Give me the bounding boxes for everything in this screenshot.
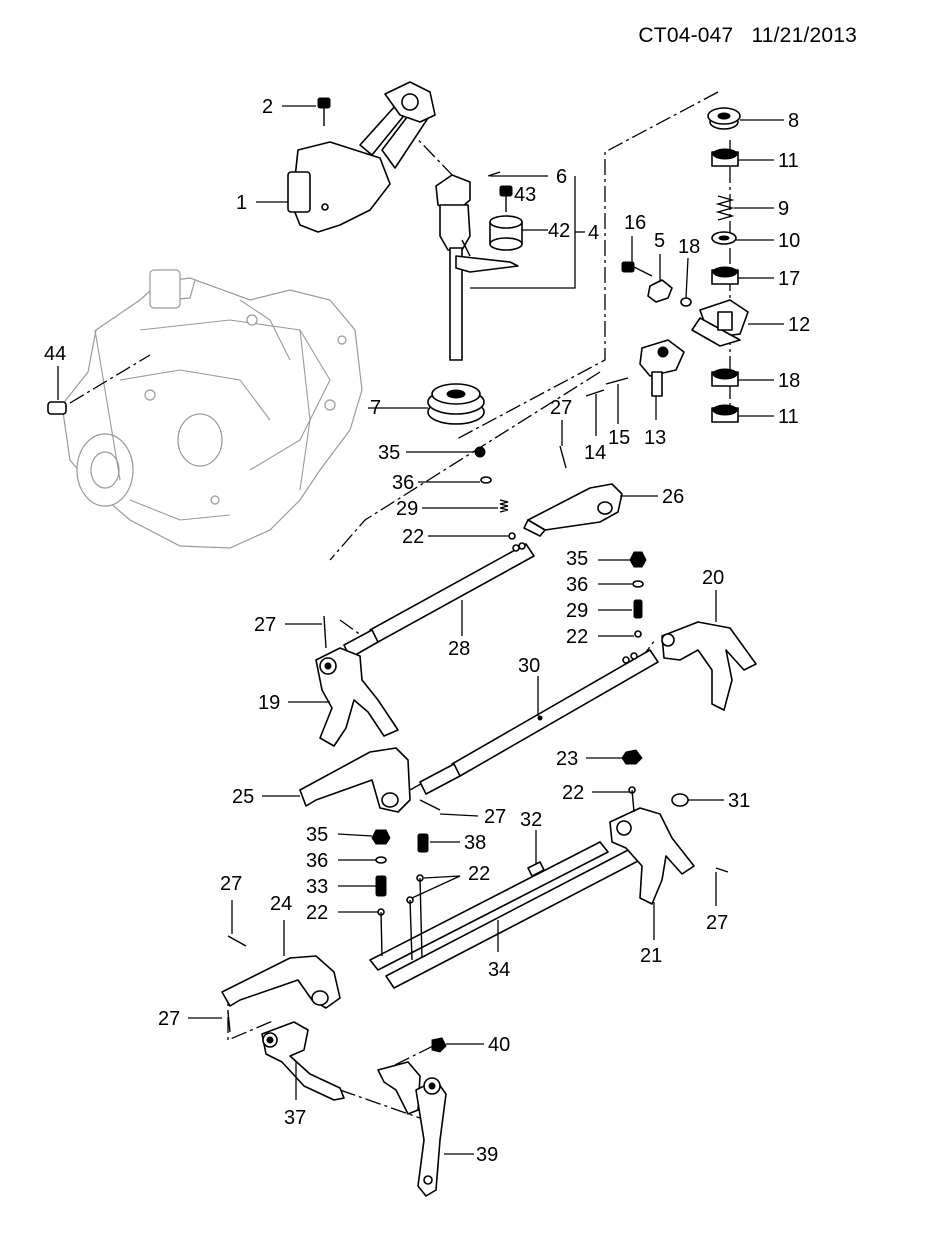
callout-5: 5 [654, 230, 665, 252]
callout-2: 2 [262, 96, 273, 118]
callout-27-d: 27 [220, 873, 242, 895]
callout-27-e: 27 [706, 912, 728, 934]
callout-22-c: 22 [562, 782, 584, 804]
callout-28: 28 [448, 638, 470, 660]
part-42-43-damper [487, 171, 523, 251]
part-4-shift-shaft [435, 174, 519, 361]
callout-6: 6 [556, 166, 567, 188]
callout-36-c: 36 [306, 850, 328, 872]
part-26-fork [523, 445, 623, 537]
callout-9: 9 [778, 198, 789, 220]
callout-38: 38 [464, 832, 486, 854]
callout-30: 30 [518, 655, 540, 677]
callout-35-b: 35 [566, 548, 588, 570]
callout-labels: 2 1 6 43 42 4 16 5 18 8 11 9 10 17 12 18… [44, 96, 810, 1166]
callout-11-top: 11 [778, 150, 799, 172]
callout-1: 1 [236, 192, 247, 214]
callout-20: 20 [702, 567, 724, 589]
part-13-lever [639, 339, 685, 397]
transmission-housing-ghost [61, 269, 363, 549]
callout-36-a: 36 [392, 472, 414, 494]
callout-16: 16 [624, 212, 646, 234]
part-12-selector [691, 299, 749, 347]
callout-31: 31 [728, 790, 750, 812]
parts-5-16-17 [621, 261, 692, 307]
callout-19: 19 [258, 692, 280, 714]
part-20-fork [661, 621, 757, 711]
part-24-fork [221, 935, 341, 1033]
callout-15: 15 [608, 427, 630, 449]
parts-14-15-pins [585, 377, 629, 397]
callout-21: 21 [640, 945, 662, 967]
callout-42: 42 [548, 220, 570, 242]
part-28-rod [343, 542, 535, 659]
callout-18-top: 17 [778, 268, 800, 290]
part-19-fork [315, 615, 399, 747]
callout-17: 18 [678, 236, 700, 258]
part-37-lever [261, 1021, 345, 1101]
assembly-lines [69, 91, 731, 1119]
callout-39: 39 [476, 1144, 498, 1166]
callout-43: 43 [514, 184, 536, 206]
callout-13: 13 [644, 427, 666, 449]
callout-22-e: 22 [468, 863, 490, 885]
callout-8: 8 [788, 110, 799, 132]
callout-11-bottom: 11 [778, 406, 799, 428]
callout-23: 23 [556, 748, 578, 770]
callout-37: 37 [284, 1107, 306, 1129]
callout-35-c: 35 [306, 824, 328, 846]
callout-44: 44 [44, 343, 66, 365]
callout-26: 26 [662, 486, 684, 508]
callout-27-c: 27 [484, 806, 506, 828]
callout-36-b: 36 [566, 574, 588, 596]
callout-22-d: 22 [306, 902, 328, 924]
callout-24: 24 [270, 893, 292, 915]
callout-4: 4 [588, 222, 599, 244]
callout-27-b: 27 [254, 614, 276, 636]
part-44-dowel [47, 401, 67, 415]
callout-22-b: 22 [566, 626, 588, 648]
right-stack-parts [707, 107, 741, 423]
callout-27-f: 27 [158, 1008, 180, 1030]
part-7-boot [427, 383, 485, 425]
callout-18-bottom: 18 [778, 370, 800, 392]
doc-id: CT04-047 [638, 24, 734, 47]
leader-lines [57, 105, 784, 1155]
callout-32: 32 [520, 809, 542, 831]
part-25-fork [299, 747, 441, 813]
callout-27-a: 27 [550, 397, 572, 419]
callout-25: 25 [232, 786, 254, 808]
callout-10: 10 [778, 230, 800, 252]
callout-35-a: 35 [378, 442, 400, 464]
callout-14: 14 [584, 442, 606, 464]
callout-34: 34 [488, 959, 510, 981]
callout-7: 7 [370, 397, 381, 419]
doc-date: 11/21/2013 [751, 24, 857, 47]
part-39-lever [377, 1061, 447, 1197]
part-21-fork [609, 789, 729, 905]
part-30-rod [419, 649, 659, 795]
callout-33: 33 [306, 876, 328, 898]
part-2-bolt [317, 97, 331, 126]
callout-40: 40 [488, 1034, 510, 1056]
callout-22-a: 22 [402, 526, 424, 548]
callout-29-a: 29 [396, 498, 418, 520]
part-1-bracket [287, 81, 436, 233]
callout-12: 12 [788, 314, 810, 336]
callout-29-b: 29 [566, 600, 588, 622]
diagram-header: CT04-047 11/21/2013 [626, 24, 857, 48]
